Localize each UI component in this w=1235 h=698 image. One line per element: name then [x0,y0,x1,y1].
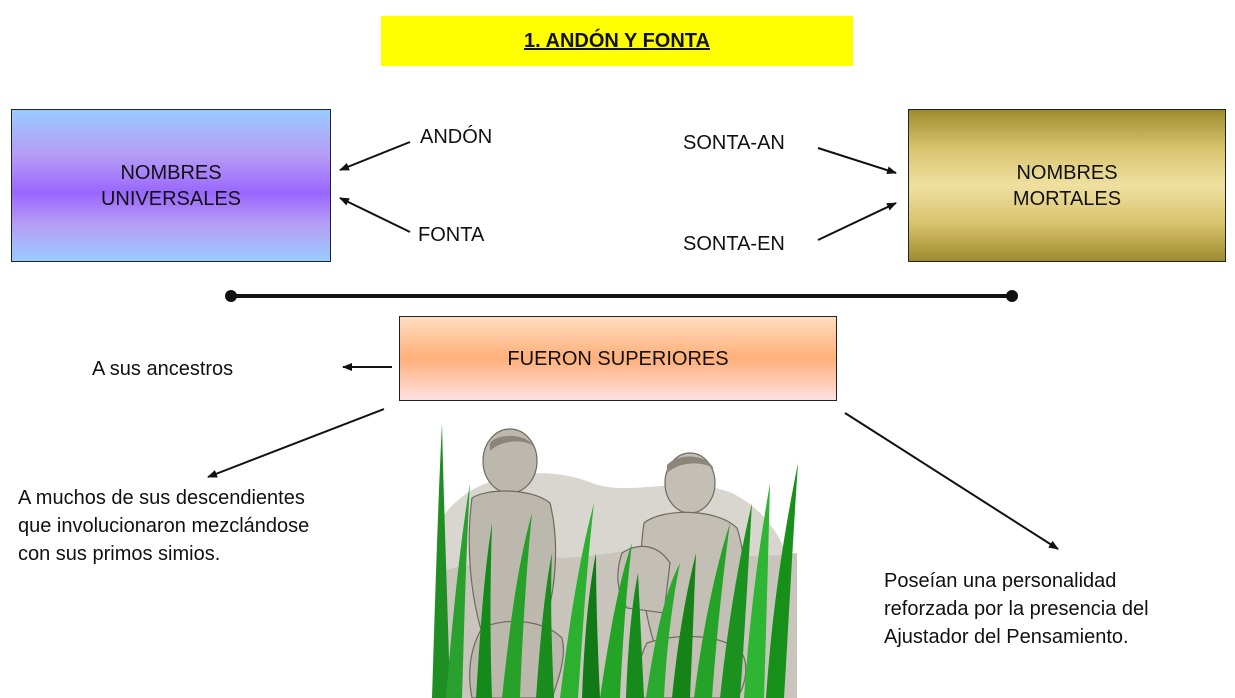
label-andon: ANDÓN [420,126,493,148]
box-nombres-mortales: NOMBRES MORTALES [908,109,1226,262]
page-title-text: 1. ANDÓN Y FONTA [524,29,710,52]
label-ancestros: A sus ancestros [92,358,234,380]
connector-dot-right [1006,290,1018,302]
arrow-personalidad [844,412,1059,550]
descendientes-line: A muchos de sus descendientes [18,487,305,509]
box-superiores-text: FUERON SUPERIORES [507,347,729,370]
box-universal-line1: NOMBRES [120,161,222,184]
personalidad-line: reforzada por la presencia del [884,598,1149,620]
page-title: 1. ANDÓN Y FONTA [381,16,853,66]
personalidad-line: Ajustador del Pensamiento. [884,626,1129,648]
box-mortal-line2: MORTALES [1012,187,1122,210]
box-fueron-superiores: FUERON SUPERIORES [399,316,837,401]
arrow-fonta [339,197,411,233]
connector-dot-left [225,290,237,302]
box-mortal-line1: NOMBRES [1016,161,1118,184]
box-nombres-universales: NOMBRES UNIVERSALES [11,109,331,262]
box-universal-line2: UNIVERSALES [100,187,242,210]
descendientes-line: con sus primos simios. [18,543,221,565]
arrow-sonta-en [817,202,897,241]
label-sonta-an: SONTA-AN [683,132,785,154]
descendientes-line: que involucionaron mezclándose [18,515,310,537]
text-personalidad: Poseían una personalidad reforzada por l… [884,567,1149,651]
andon-fonta-illustration [432,423,798,698]
arrow-descendientes [207,408,385,478]
arrow-sonta-an [817,147,897,175]
text-descendientes: A muchos de sus descendientes que involu… [18,484,309,568]
label-sonta-en: SONTA-EN [683,233,785,255]
label-fonta: FONTA [418,224,485,246]
personalidad-line: Poseían una personalidad [884,570,1117,592]
arrow-andon [339,141,411,171]
